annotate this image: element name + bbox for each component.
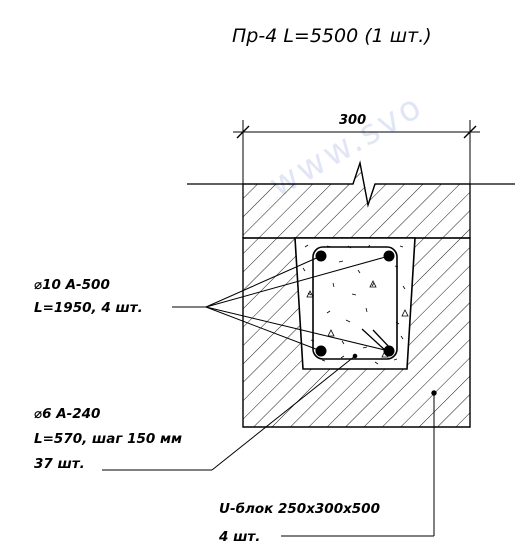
u-block <box>242 237 471 428</box>
rebar-leader <box>172 255 390 352</box>
stirrup <box>312 246 398 360</box>
stirrup-length-step: L=570, шаг 150 мм <box>34 431 182 447</box>
block-leader <box>281 390 437 537</box>
break-line <box>187 160 515 208</box>
rebar-top-right <box>383 250 395 262</box>
block-count: 4 шт. <box>218 529 260 545</box>
rebar-main-diameter: ⌀10 A-500 <box>34 277 110 293</box>
block-type: U-блок 250x300x500 <box>219 501 380 517</box>
stirrup-count: 37 шт. <box>34 456 85 472</box>
rebar-main-length: L=1950, 4 шт. <box>34 300 143 316</box>
stirrup-diameter: ⌀6 A-240 <box>34 406 100 422</box>
stirrup-leader <box>102 353 358 471</box>
wall-above <box>187 160 515 239</box>
dimension-line <box>233 120 480 184</box>
u-block-cavity <box>294 237 416 370</box>
title: Пр-4 L=5500 (1 шт.) <box>232 25 432 47</box>
dimension-value: 300 <box>339 113 366 128</box>
